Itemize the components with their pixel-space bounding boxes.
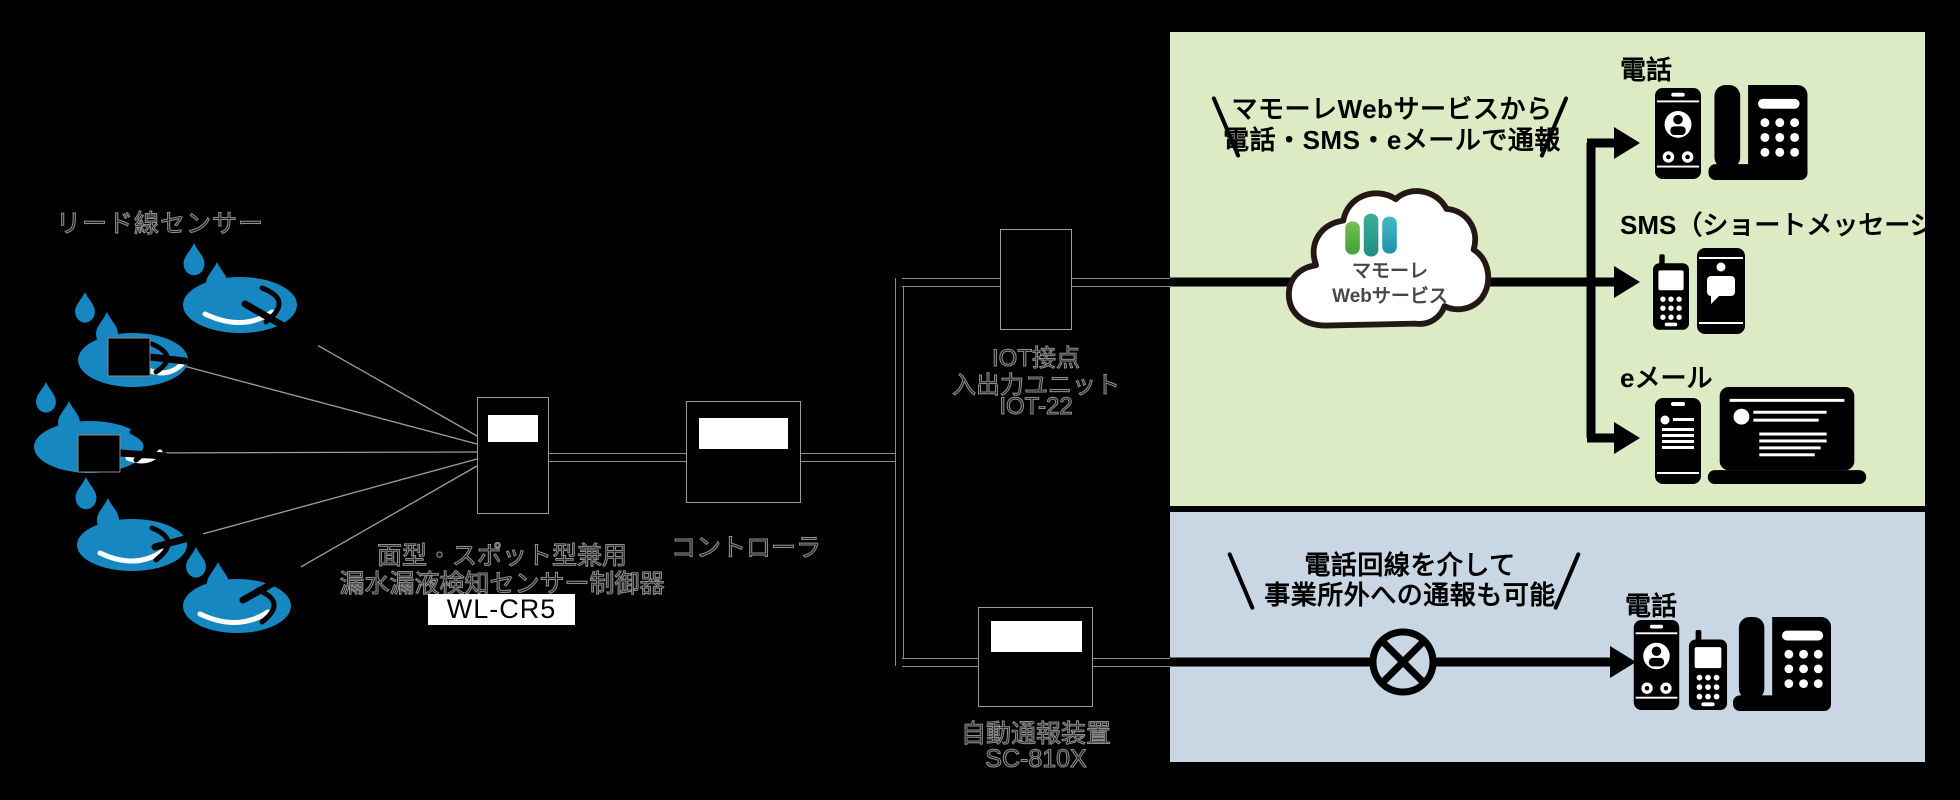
web-panel-headline-line1: マモーレWebサービスから xyxy=(1231,94,1553,124)
auto-dialer-model-label: SC-810X xyxy=(985,745,1087,774)
controller-display xyxy=(699,418,788,449)
smartphone-sms-icon xyxy=(1697,248,1745,334)
desk-phone-icon xyxy=(1708,85,1808,180)
lead-sensor-label: リード線センサー xyxy=(55,210,265,239)
pipe-dialer-out xyxy=(1093,658,1170,667)
phone-line-arrow xyxy=(1170,628,1636,696)
phone-line-panel: 電話回線を介して 事業所外への通報も可能 電話 xyxy=(1170,512,1925,762)
row-email-label: eメール xyxy=(1620,363,1713,393)
iot-unit-label-line2: 入出力ユニット xyxy=(952,372,1121,400)
auto-dialer-box xyxy=(978,607,1093,707)
pipe-controller-in xyxy=(549,453,686,462)
smartphone-call-icon-blue xyxy=(1633,620,1680,710)
feature-phone-icon-blue xyxy=(1688,630,1728,710)
iot-unit-box xyxy=(1000,229,1072,330)
auto-dialer-display xyxy=(991,621,1082,652)
web-service-panel: マモーレWebサービスから 電話・SMS・eメールで通報 xyxy=(1170,32,1960,506)
phone-panel-phone-label: 電話 xyxy=(1625,591,1678,621)
iot-unit-label-line1: IOT接点 xyxy=(992,345,1081,373)
controller-box xyxy=(686,401,801,503)
smartphone-mail-icon xyxy=(1655,398,1701,484)
cloud-service-name-line2: Webサービス xyxy=(1332,286,1448,307)
pipe-iot-out xyxy=(1072,278,1170,287)
sensor-controller-label-line2: 漏水漏液検知センサー制御器 xyxy=(339,570,665,599)
auto-dialer-label: 自動通報装置 xyxy=(960,720,1111,749)
laptop-mail-icon xyxy=(1707,387,1867,484)
mamo-re-logo-icon xyxy=(1345,213,1397,257)
spot-sensor-blocks xyxy=(77,337,151,473)
phone-panel-headline-line1: 電話回線を介して xyxy=(1304,550,1516,580)
sensor-controller-box xyxy=(477,397,549,514)
sensor-controller-model-badge: WL-CR5 xyxy=(428,594,575,625)
cloud-icon xyxy=(1285,188,1492,329)
cloud-service-name-line1: マモーレ xyxy=(1351,261,1428,282)
feature-phone-icon xyxy=(1653,254,1689,330)
desk-phone-icon-blue xyxy=(1733,616,1831,712)
iot-unit-model-label: IOT-22 xyxy=(999,393,1073,421)
pipe-controller-out xyxy=(801,453,896,462)
pipe-iot-in xyxy=(902,278,1000,287)
web-panel-headline-line2: 電話・SMS・eメールで通報 xyxy=(1223,125,1561,155)
row-sms-label: SMS（ショートメッセージ） xyxy=(1620,210,1960,240)
sensor-cables xyxy=(116,300,319,604)
row-phone-label: 電話 xyxy=(1620,55,1673,85)
sensor-controller-label-line1: 面型・スポット型兼用 xyxy=(376,542,627,571)
sensor-controller-display xyxy=(488,415,538,442)
phone-panel-headline-line2: 事業所外への通報も可能 xyxy=(1264,580,1556,610)
smartphone-call-icon xyxy=(1655,87,1701,180)
pipe-dialer-in xyxy=(902,658,978,667)
water-drops xyxy=(36,243,229,596)
controller-label: コントローラ xyxy=(670,534,821,563)
pipe-junction xyxy=(895,278,904,666)
